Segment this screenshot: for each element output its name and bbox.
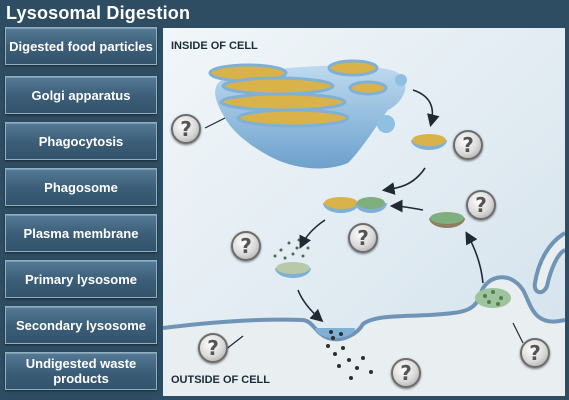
drop-target-undigested-waste[interactable]: ? [391, 358, 421, 388]
undigested-waste [315, 328, 373, 380]
page-title: Lysosomal Digestion [6, 3, 191, 23]
digested-particles-vesicle [273, 238, 311, 278]
secondary-lysosome [323, 197, 387, 213]
label-plasma-membrane[interactable]: Plasma membrane [5, 214, 157, 252]
leader-lines [204, 117, 524, 351]
process-arrows [297, 89, 484, 323]
primary-lysosome [411, 134, 447, 150]
drop-target-phagosome[interactable]: ? [466, 190, 496, 220]
phagosome [429, 212, 465, 228]
cell-diagram: INSIDE OF CELL OUTSIDE OF CELL ? ? ? ? ?… [163, 28, 565, 396]
extracellular-space [163, 277, 565, 396]
plasma-membrane-fold [532, 231, 565, 295]
drop-target-phagocytosis[interactable]: ? [520, 338, 550, 368]
extracellular-space-right [534, 233, 565, 293]
label-phagocytosis[interactable]: Phagocytosis [5, 122, 157, 160]
phagocytosis-pocket [475, 288, 511, 308]
drop-target-secondary-lysosome[interactable]: ? [348, 223, 378, 253]
outside-of-cell-label: OUTSIDE OF CELL [171, 374, 270, 386]
golgi-apparatus [208, 59, 407, 169]
cell-illustration [163, 28, 565, 396]
plasma-membrane [163, 275, 565, 342]
label-digested-food-particles[interactable]: Digested food particles [5, 27, 157, 65]
label-primary-lysosome[interactable]: Primary lysosome [5, 260, 157, 298]
label-golgi-apparatus[interactable]: Golgi apparatus [5, 76, 157, 114]
drop-target-golgi[interactable]: ? [171, 114, 201, 144]
label-phagosome[interactable]: Phagosome [5, 168, 157, 206]
drop-target-primary-lysosome[interactable]: ? [453, 130, 483, 160]
drop-target-digested-particles[interactable]: ? [231, 231, 261, 261]
label-undigested-waste-products[interactable]: Undigested waste products [5, 352, 157, 390]
drop-target-plasma-membrane[interactable]: ? [198, 333, 228, 363]
label-secondary-lysosome[interactable]: Secondary lysosome [5, 306, 157, 344]
inside-of-cell-label: INSIDE OF CELL [171, 40, 258, 52]
